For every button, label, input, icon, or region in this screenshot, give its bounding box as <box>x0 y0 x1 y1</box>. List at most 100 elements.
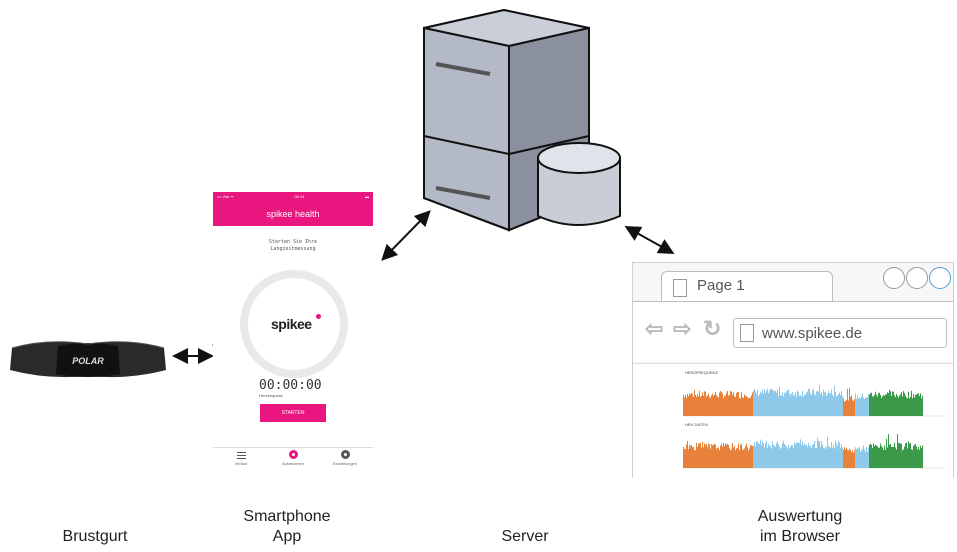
plot-bar <box>726 444 727 468</box>
arrow-server-browser <box>624 226 675 254</box>
plot-bar <box>806 392 807 416</box>
plot-bar <box>812 390 813 416</box>
plot-bar <box>847 388 848 416</box>
plot-bar <box>862 448 863 468</box>
plot-bar <box>704 391 705 416</box>
browser-tab[interactable] <box>661 271 833 302</box>
browser-toolbar: ⇦ ⇨ ↻ www.spikee.de <box>633 301 953 362</box>
plot-bar <box>727 391 728 416</box>
plot-bar <box>767 388 768 416</box>
plot-bar <box>900 443 901 468</box>
plot-bar <box>836 443 837 468</box>
plot-bar <box>779 446 780 468</box>
plot-bar <box>757 441 758 468</box>
plot-bar <box>870 444 871 468</box>
plot-bar <box>856 449 857 468</box>
plot-bar <box>887 447 888 468</box>
url-bar[interactable]: www.spikee.de <box>733 318 947 348</box>
plot-bar <box>711 443 712 468</box>
plot-bar <box>741 392 742 416</box>
plot-bar <box>794 442 795 468</box>
plot-bar <box>866 446 867 468</box>
instruction-text: Starten Sie Ihre Langzeitmessung <box>268 239 318 252</box>
plot-bar <box>717 447 718 468</box>
plot-bar <box>783 440 784 468</box>
plot-bar <box>791 393 792 416</box>
plot-bar <box>760 391 761 416</box>
plot-bar <box>787 448 788 468</box>
plot-bar <box>823 447 824 468</box>
plot-bar <box>880 443 881 468</box>
plot-bar <box>716 448 717 468</box>
plot-bar <box>888 434 889 468</box>
plot-bar <box>861 396 862 416</box>
plot-bar <box>692 394 693 416</box>
reload-icon[interactable]: ↻ <box>703 316 722 341</box>
plot-bar <box>841 444 842 468</box>
plot-bar <box>794 394 795 416</box>
plot-bar <box>921 448 922 468</box>
plot-bar <box>753 390 754 416</box>
plot-bar <box>899 395 900 416</box>
plot-bar <box>792 445 793 468</box>
plot-bar <box>852 450 853 468</box>
plot-bar <box>896 393 897 416</box>
plot-bar <box>720 445 721 468</box>
forward-arrow-icon[interactable]: ⇨ <box>673 316 692 341</box>
plot-bar <box>781 395 782 416</box>
plot-bar <box>776 443 777 468</box>
plot-bar <box>805 445 806 468</box>
spikee-logo: spikee <box>271 316 312 332</box>
plot-bar <box>693 447 694 468</box>
plot-bar <box>885 449 886 468</box>
plot-bar <box>689 444 690 468</box>
plot-bar <box>712 393 713 416</box>
back-arrow-icon[interactable]: ⇦ <box>645 316 664 341</box>
plot-bar <box>778 396 779 416</box>
record-icon <box>288 450 298 459</box>
plot-bar <box>758 443 759 468</box>
plot-bar <box>877 446 878 468</box>
plot-bar <box>693 397 694 416</box>
window-button-3[interactable] <box>929 267 951 289</box>
plot-bar <box>909 398 910 416</box>
plot-bar <box>727 443 728 468</box>
plot-bar <box>846 399 847 416</box>
plot-bar <box>853 401 854 416</box>
plot-bar <box>841 391 842 416</box>
tab-aufzeichnen[interactable]: Aufzeichnen <box>273 450 313 466</box>
plot-bar <box>828 390 829 416</box>
plot-bar <box>763 393 764 416</box>
plot-bar <box>905 443 906 468</box>
plot-bar <box>700 396 701 416</box>
tab-einstellungen[interactable]: Einstellungen <box>325 450 365 466</box>
plot-bar <box>872 448 873 468</box>
start-button[interactable]: STARTEN <box>260 404 326 422</box>
plot-bar <box>863 445 864 468</box>
plot-bar <box>917 394 918 416</box>
tab-verlauf[interactable]: Verlauf <box>221 450 261 466</box>
plot-bar <box>784 444 785 468</box>
plot-bar <box>756 441 757 468</box>
plot-bar <box>914 397 915 416</box>
plot-bar <box>896 449 897 468</box>
plot-bar <box>786 447 787 468</box>
window-button-1[interactable] <box>883 267 905 289</box>
plot-bar <box>754 441 755 468</box>
window-button-2[interactable] <box>906 267 928 289</box>
plot-bar <box>819 441 820 468</box>
plot-bar <box>791 445 792 468</box>
plot-bar <box>881 397 882 416</box>
plot-bar <box>862 393 863 416</box>
plot-bar <box>803 396 804 416</box>
plot-bar <box>831 389 832 416</box>
tab-bar: Verlauf Aufzeichnen Einstellungen <box>213 447 373 472</box>
plot-bar <box>829 393 830 416</box>
plot-bar <box>765 392 766 416</box>
plot-bar <box>851 395 852 416</box>
plot-bar <box>737 447 738 468</box>
plot-bar <box>844 401 845 416</box>
plot-bar <box>755 446 756 468</box>
plot-bar <box>750 445 751 468</box>
plot-bar <box>830 393 831 416</box>
